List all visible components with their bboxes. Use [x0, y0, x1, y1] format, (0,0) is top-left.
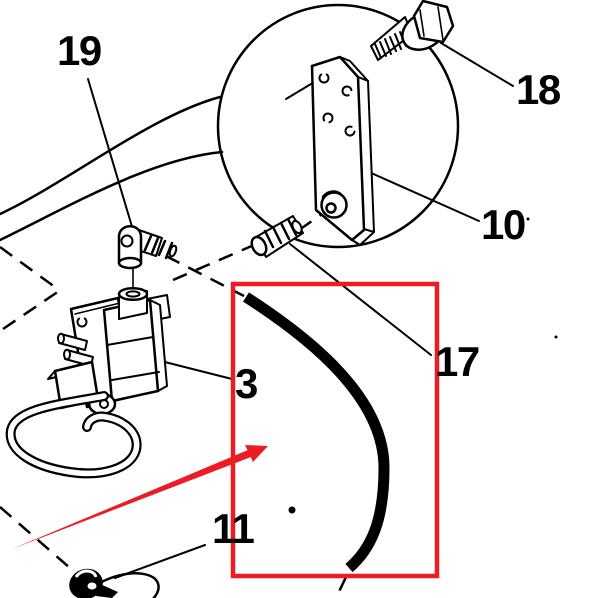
part-label-11: 11 — [212, 505, 255, 552]
annotation-arrow — [12, 445, 268, 549]
part-label-10: 10 — [481, 201, 526, 248]
highlight-rectangle — [230, 281, 440, 579]
part-label-3: 3 — [235, 360, 258, 407]
part-label-17: 17 — [435, 338, 480, 385]
bottom-fitting-part — [69, 568, 160, 598]
elbow-fitting-part — [117, 225, 178, 297]
threaded-plug-part — [250, 215, 304, 258]
mounting-plate-part — [310, 55, 375, 246]
valve-cable — [5, 391, 142, 479]
flange-bolt-part — [370, 0, 455, 61]
balloon-detail-circle — [216, 3, 460, 249]
part-label-19: 19 — [57, 27, 102, 74]
machine-body-outline — [0, 95, 224, 242]
solenoid-valve-part — [5, 286, 171, 479]
speck-dots — [288, 217, 558, 514]
part-label-18: 18 — [516, 66, 561, 113]
hose-part — [243, 292, 390, 573]
